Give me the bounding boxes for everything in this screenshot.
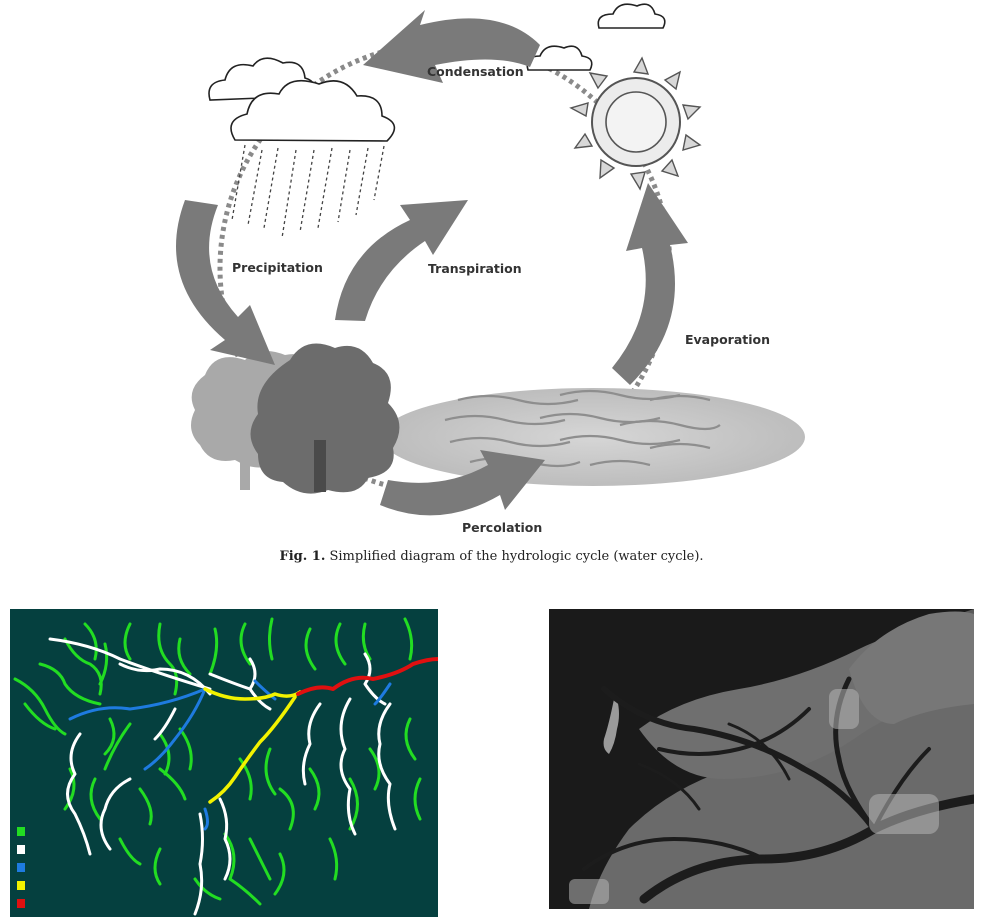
legend-swatch-order-4 bbox=[17, 881, 25, 890]
percolation-label: Percolation bbox=[462, 520, 542, 535]
legend-swatch-order-1 bbox=[17, 827, 25, 836]
transpiration-label: Transpiration bbox=[428, 261, 522, 276]
caption-prefix: Fig. 1. bbox=[279, 549, 325, 564]
precipitation-label: Precipitation bbox=[232, 260, 323, 275]
stream-order-network-map bbox=[10, 609, 438, 917]
legend-swatch-order-2 bbox=[17, 845, 25, 854]
rain-lines bbox=[232, 145, 384, 238]
satellite-delta-image bbox=[549, 609, 974, 909]
evaporation-label: Evaporation bbox=[685, 332, 770, 347]
condensation-label: Condensation bbox=[427, 64, 524, 79]
caption-text: Simplified diagram of the hydrologic cyc… bbox=[325, 549, 703, 564]
legend-swatch-order-3 bbox=[17, 863, 25, 872]
hydrologic-cycle-diagram: Condensation Precipitation Transpiration… bbox=[0, 0, 983, 545]
legend-swatch-order-5 bbox=[17, 899, 25, 908]
evaporation-arrow bbox=[612, 183, 688, 385]
figure-caption: Fig. 1. Simplified diagram of the hydrol… bbox=[0, 549, 983, 564]
precipitation-arrow bbox=[176, 200, 275, 365]
sun-icon bbox=[571, 58, 700, 189]
